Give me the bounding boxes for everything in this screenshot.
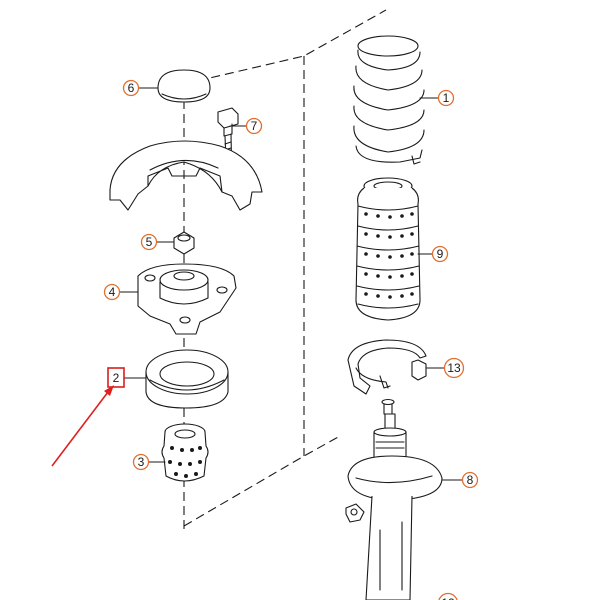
svg-text:5: 5 xyxy=(146,235,153,249)
svg-text:6: 6 xyxy=(128,81,135,95)
callout-4: 4 xyxy=(103,283,121,301)
part-cap xyxy=(157,69,211,103)
callout-1: 1 xyxy=(437,89,455,107)
part-spring-seat xyxy=(347,339,427,395)
callout-12: 12 xyxy=(438,592,458,600)
callout-6: 6 xyxy=(122,79,140,97)
part-strut xyxy=(345,398,443,600)
svg-text:4: 4 xyxy=(109,285,116,299)
part-coil-spring xyxy=(353,35,425,165)
part-nut xyxy=(173,231,195,255)
svg-text:9: 9 xyxy=(437,247,444,261)
part-bump-stop xyxy=(161,423,209,482)
part-mount xyxy=(137,263,237,335)
callout-13: 13 xyxy=(443,357,465,379)
callout-2-highlighted: 2 xyxy=(107,367,125,388)
svg-text:2: 2 xyxy=(113,371,120,385)
part-bellows xyxy=(355,177,421,321)
svg-text:1: 1 xyxy=(443,91,450,105)
svg-text:12: 12 xyxy=(441,596,455,600)
assembly-dashed-frame xyxy=(183,9,387,527)
svg-text:7: 7 xyxy=(251,119,258,133)
part-shield xyxy=(109,140,263,211)
svg-text:13: 13 xyxy=(447,361,461,375)
svg-text:3: 3 xyxy=(138,455,145,469)
callout-8: 8 xyxy=(461,471,479,489)
callout-3: 3 xyxy=(132,453,150,471)
callout-5: 5 xyxy=(140,233,158,251)
svg-text:8: 8 xyxy=(467,473,474,487)
pointer-arrow xyxy=(51,385,114,467)
leader-lines xyxy=(119,87,463,481)
callout-9: 9 xyxy=(431,245,449,263)
part-bearing xyxy=(145,349,229,409)
callout-7: 7 xyxy=(245,117,263,135)
